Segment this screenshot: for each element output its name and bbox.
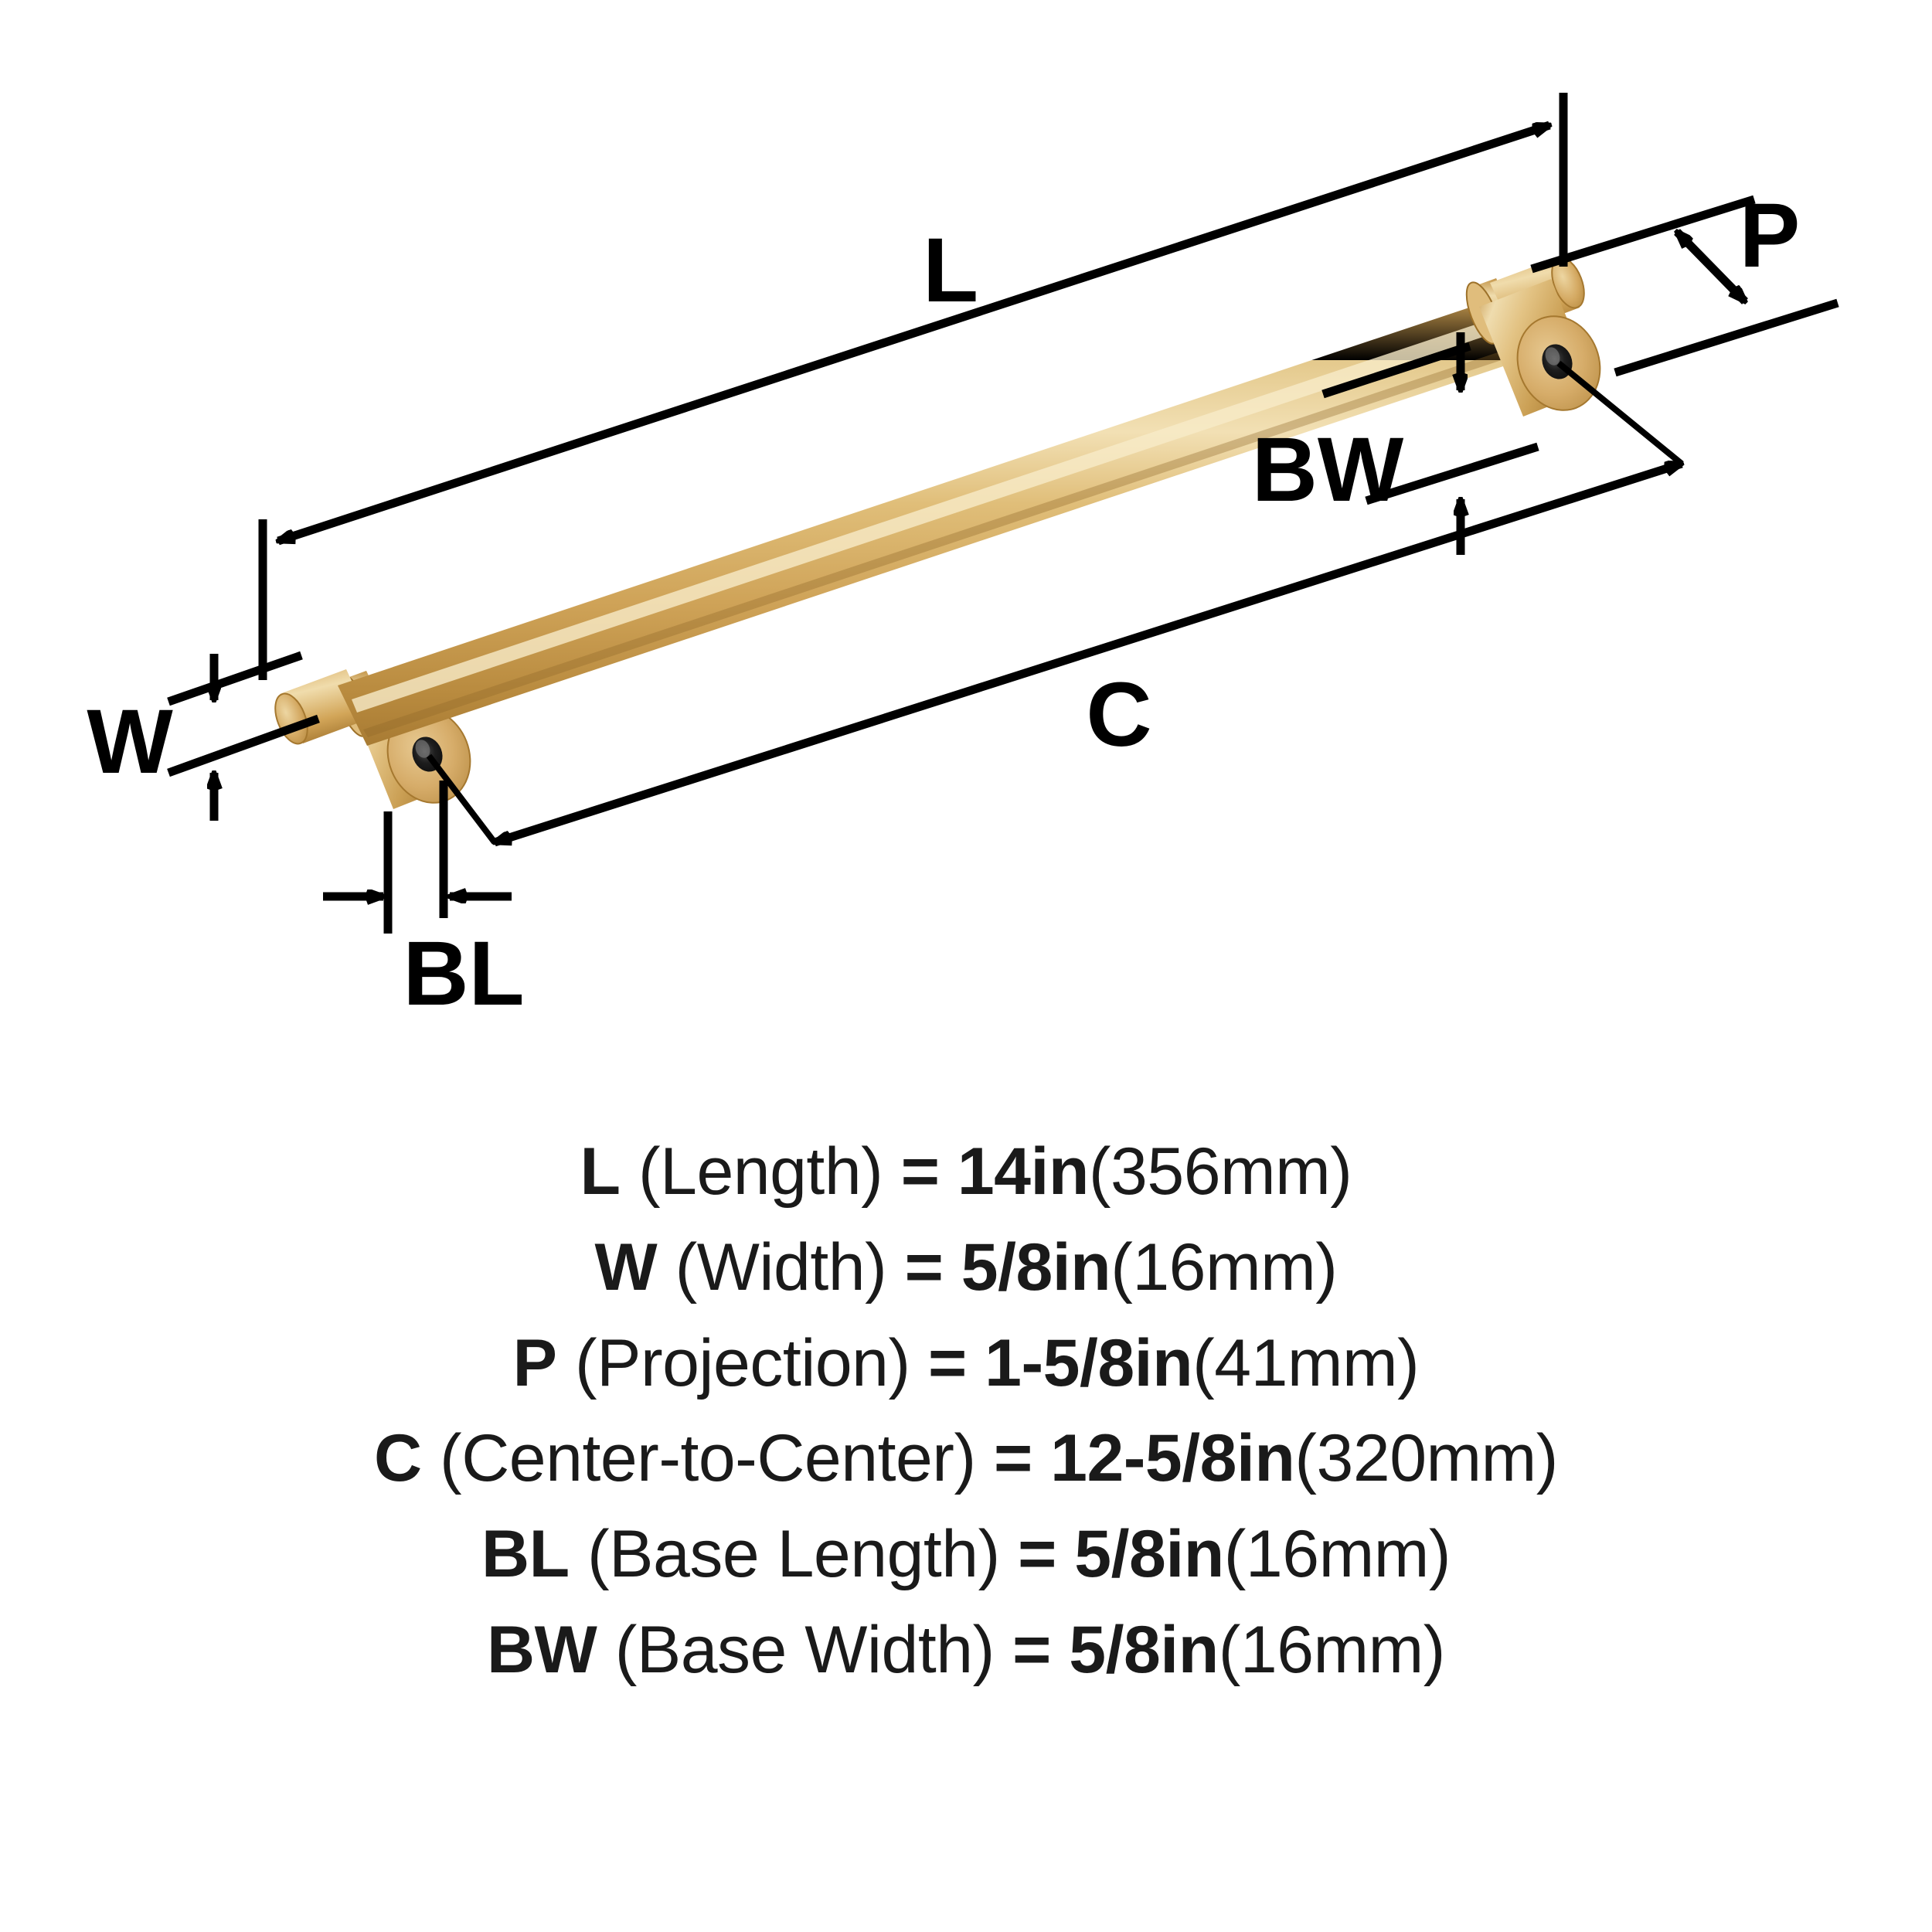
- spec-metric-center-to-center: (320mm): [1294, 1421, 1558, 1496]
- spec-abbr-base-length: BL: [481, 1517, 570, 1592]
- spec-abbr-length: L: [580, 1134, 621, 1209]
- spec-name-base-length: (Base Length): [569, 1517, 1000, 1592]
- spec-imperial-center-to-center: 12-5/8in: [1050, 1421, 1295, 1496]
- product-illustration: [274, 257, 1601, 809]
- c-dimension-arrow: [495, 459, 1682, 847]
- spec-eq-width: =: [886, 1230, 961, 1304]
- spec-imperial-width: 5/8in: [961, 1230, 1111, 1304]
- spec-row-width: W (Width) = 5/8in(16mm): [0, 1220, 1932, 1316]
- right-base-post: [1479, 279, 1601, 417]
- spec-eq-base-length: =: [999, 1517, 1075, 1592]
- spec-row-projection: P (Projection) = 1-5/8in(41mm): [0, 1316, 1932, 1412]
- p-extension-upper: [1530, 195, 1756, 274]
- w-extension-lower: [167, 714, 320, 777]
- p-dimension-arrow: [1677, 232, 1745, 301]
- spec-row-center-to-center: C (Center-to-Center) = 12-5/8in(320mm): [0, 1411, 1932, 1507]
- spec-name-width: (Width): [657, 1230, 887, 1304]
- spec-imperial-base-length: 5/8in: [1074, 1517, 1224, 1592]
- spec-abbr-width: W: [594, 1230, 658, 1304]
- dimension-label-bw: BW: [1252, 419, 1404, 521]
- spec-eq-base-width: =: [994, 1613, 1070, 1688]
- spec-name-length: (Length): [620, 1134, 883, 1209]
- spec-name-base-width: (Base Width): [597, 1613, 995, 1688]
- specification-list: L (Length) = 14in(356mm) W (Width) = 5/8…: [0, 1124, 1932, 1699]
- spec-eq-center-to-center: =: [975, 1421, 1051, 1496]
- p-extension-lower: [1614, 298, 1839, 377]
- spec-metric-width: (16mm): [1111, 1230, 1338, 1304]
- c-leader-left: [426, 753, 498, 845]
- w-extension-upper: [167, 651, 303, 706]
- dimension-label-w: W: [87, 691, 173, 793]
- spec-imperial-length: 14in: [957, 1134, 1090, 1209]
- c-leader-right: [1556, 360, 1684, 467]
- spec-imperial-projection: 1-5/8in: [985, 1325, 1193, 1400]
- spec-row-length: L (Length) = 14in(356mm): [0, 1124, 1932, 1220]
- spec-imperial-base-width: 5/8in: [1069, 1613, 1219, 1688]
- dimension-letters: L P BW C W BL: [87, 185, 1800, 1025]
- l-dimension-arrow: [278, 121, 1549, 546]
- product-dimension-diagram: L P BW C W BL: [87, 93, 1839, 1025]
- spec-metric-base-length: (16mm): [1223, 1517, 1451, 1592]
- spec-abbr-base-width: BW: [487, 1613, 597, 1688]
- main-bar: [338, 298, 1529, 746]
- dimension-annotations: [167, 93, 1839, 934]
- spec-eq-projection: =: [910, 1325, 985, 1400]
- spec-abbr-projection: P: [512, 1325, 557, 1400]
- dimension-label-bl: BL: [403, 923, 524, 1025]
- spec-metric-base-width: (16mm): [1218, 1613, 1446, 1688]
- spec-eq-length: =: [883, 1134, 957, 1209]
- dimension-label-p: P: [1740, 185, 1801, 287]
- dimension-label-l: L: [923, 219, 978, 321]
- bw-extension-upper: [1321, 342, 1471, 399]
- spec-row-base-length: BL (Base Length) = 5/8in(16mm): [0, 1507, 1932, 1603]
- spec-metric-projection: (41mm): [1192, 1325, 1420, 1400]
- spec-abbr-center-to-center: C: [374, 1421, 422, 1496]
- dimension-label-c: C: [1086, 664, 1151, 766]
- spec-metric-length: (356mm): [1088, 1134, 1352, 1209]
- spec-row-base-width: BW (Base Width) = 5/8in(16mm): [0, 1603, 1932, 1699]
- spec-name-center-to-center: (Center-to-Center): [421, 1421, 976, 1496]
- spec-name-projection: (Projection): [556, 1325, 910, 1400]
